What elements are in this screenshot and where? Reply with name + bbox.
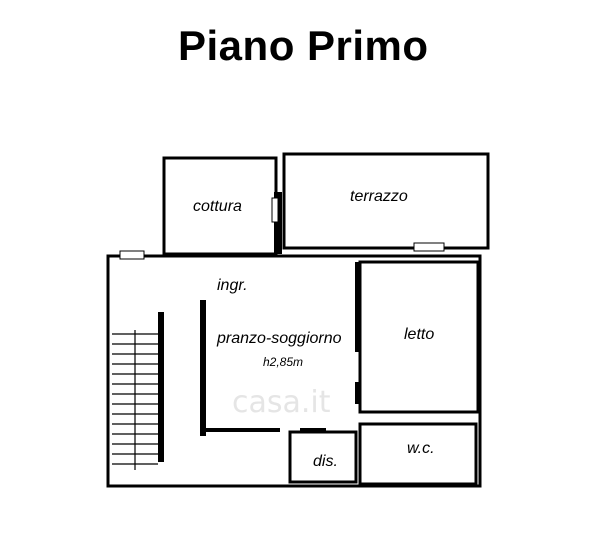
window [119, 250, 145, 260]
wall-segment [300, 428, 326, 432]
window [413, 242, 445, 252]
room-label-letto: letto [404, 326, 435, 343]
wall-segment [158, 312, 164, 462]
wall-segment [200, 428, 280, 432]
staircase [112, 330, 158, 470]
window [271, 197, 279, 223]
room-label-wc: w.c. [407, 440, 435, 457]
room-label-pranzo-soggiorno: pranzo-soggiorno [217, 330, 342, 347]
wall-terrazzo [282, 152, 490, 250]
room-label-ingresso: ingr. [217, 277, 248, 294]
ceiling-height-label: h2,85m [263, 355, 304, 369]
room-label-dis: dis. [313, 453, 338, 470]
room-label-cottura: cottura [193, 198, 242, 215]
room-label-terrazzo: terrazzo [350, 188, 408, 205]
wall-segment [355, 382, 361, 404]
wall-outer [106, 254, 482, 488]
wall-wc [358, 422, 478, 486]
watermark: casa.it [232, 385, 331, 420]
wall-segment [355, 262, 361, 352]
wall-segment [274, 192, 282, 254]
page-title: Piano Primo [178, 22, 429, 69]
wall-segment [200, 300, 206, 436]
